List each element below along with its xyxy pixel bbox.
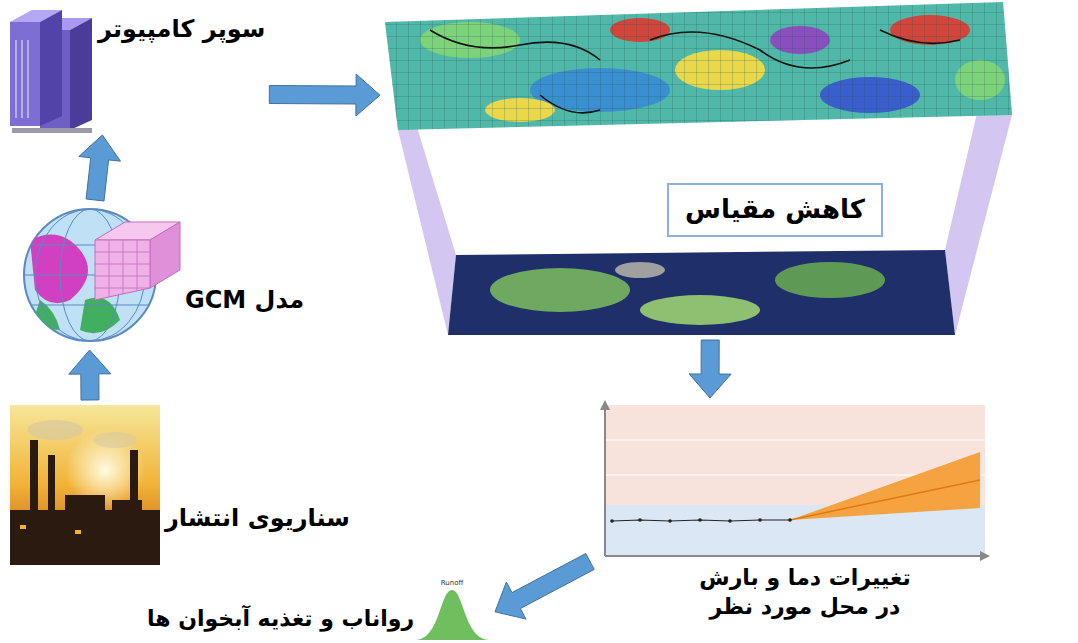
factory-image <box>10 405 160 565</box>
node-label: سناریوی انتشار <box>165 503 350 534</box>
node-label: کاهش مقیاس <box>667 183 883 237</box>
runoff-curve <box>415 590 490 640</box>
flow-arrow <box>495 554 594 620</box>
projection-chart <box>600 400 990 561</box>
emission-scenario: سناریوی انتشار <box>5 400 395 570</box>
downscaling: کاهش مقیاس <box>380 0 1015 340</box>
curve-caption: Runoff <box>441 579 464 587</box>
flow-arrow <box>269 74 380 116</box>
gcm-model: مدل GCM <box>0 200 320 350</box>
node-label: مدل GCM <box>185 285 304 316</box>
node-label: تغییرات دما و بارش در محل مورد نظر <box>685 564 925 621</box>
flow-arrow <box>69 350 111 400</box>
node-label: رواناب و تغذیه آبخوان ها <box>147 605 414 634</box>
node-label: سوپر کامپیوتر <box>98 14 265 45</box>
supercomputer-icon <box>10 10 92 133</box>
downscaling-illustration <box>380 0 1020 340</box>
globe-icon <box>24 209 180 341</box>
local-change: تغییرات دما و بارش در محل مورد نظر <box>590 398 990 642</box>
flow-arrow <box>79 135 121 201</box>
flow-arrow <box>689 340 731 398</box>
supercomputer: سوپر کامپیوتر <box>0 0 269 135</box>
